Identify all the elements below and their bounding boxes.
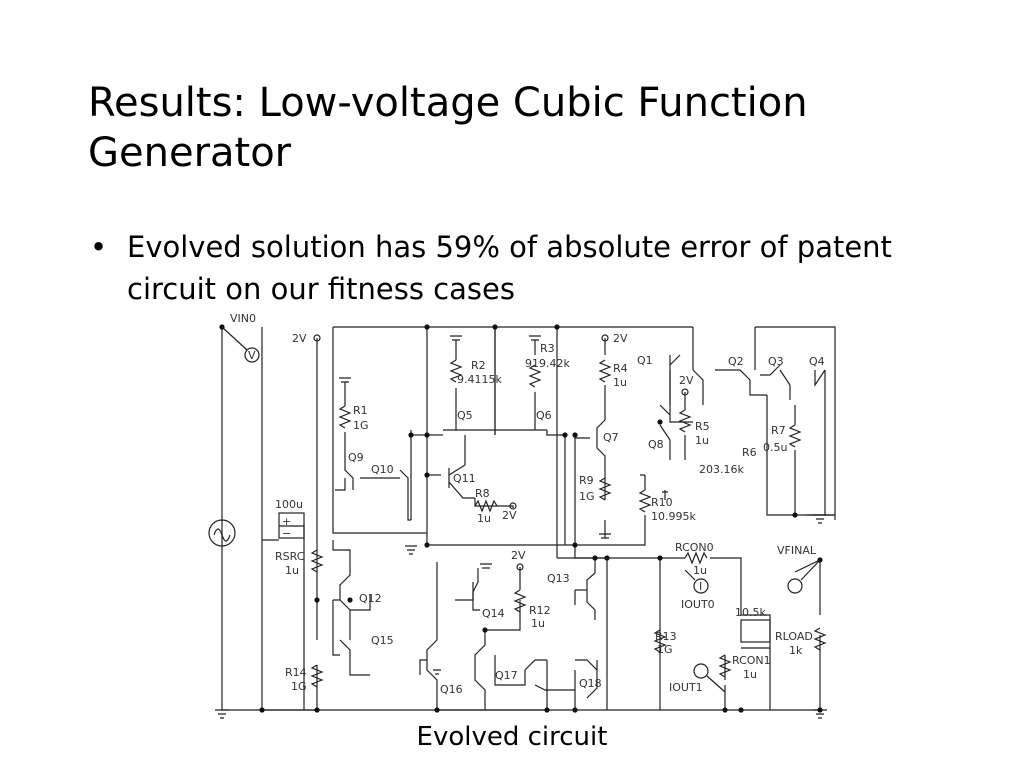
label-r7-val: 0.5u	[763, 441, 787, 454]
label-meter-v: V	[248, 349, 256, 362]
label-r8-val: 1u	[477, 512, 491, 525]
label-r12-val: 1u	[531, 617, 545, 630]
circuit-schematic: VIN0 V 2V R1 1G Q9 Q10 100u + − RSRC 1u …	[208, 312, 836, 719]
label-q3: Q3	[768, 355, 784, 368]
label-iout1: IOUT1	[669, 681, 703, 694]
label-q12: Q12	[359, 592, 382, 605]
label-vin0: VIN0	[230, 312, 256, 325]
label-q15: Q15	[371, 634, 394, 647]
circuit-junctions	[219, 324, 823, 713]
label-r4-val: 1u	[613, 376, 627, 389]
figure-caption: Evolved circuit	[416, 722, 608, 752]
label-meter-i: I	[699, 580, 702, 593]
label-q7: Q7	[603, 431, 619, 444]
slide-title: Results: Low-voltage Cubic Function Gene…	[88, 80, 808, 176]
label-r3: R3	[540, 342, 555, 355]
bullet-text: Evolved solution has 59% of absolute err…	[127, 230, 892, 306]
label-r13-val: 1G	[657, 643, 673, 656]
label-q11: Q11	[453, 472, 476, 485]
label-2v-c: 2V	[511, 549, 526, 562]
label-q14: Q14	[482, 607, 505, 620]
label-q2: Q2	[728, 355, 744, 368]
label-c-100u: 100u	[275, 498, 303, 511]
label-iout0: IOUT0	[681, 598, 715, 611]
label-rload: RLOAD	[775, 630, 813, 643]
label-r3-val: 919.42k	[525, 357, 570, 370]
label-r9: R9	[579, 474, 594, 487]
label-q10: Q10	[371, 463, 394, 476]
label-q18: Q18	[579, 677, 602, 690]
label-q4: Q4	[809, 355, 825, 368]
label-vfinal: VFINAL	[777, 544, 817, 557]
label-rcon1: RCON1	[732, 654, 771, 667]
label-r8: R8	[475, 487, 490, 500]
label-rcon1-val: 1u	[743, 668, 757, 681]
label-rsrc: RSRC	[275, 550, 305, 563]
bullet-mark: •	[90, 230, 108, 264]
label-rsrc-val: 1u	[285, 564, 299, 577]
label-r12: R12	[529, 604, 551, 617]
label-q9: Q9	[348, 451, 364, 464]
label-r5: R5	[695, 420, 710, 433]
label-r13: R13	[655, 630, 677, 643]
bullet-item: • Evolved solution has 59% of absolute e…	[90, 226, 970, 310]
label-r1-val: 1G	[353, 419, 369, 432]
label-r6: R6	[742, 446, 757, 459]
circuit-diagram: VIN0 V 2V R1 1G Q9 Q10 100u + − RSRC 1u …	[195, 310, 845, 725]
label-r10: R10	[651, 496, 673, 509]
label-2v-a: 2V	[292, 332, 307, 345]
label-rload-val: 1k	[789, 644, 803, 657]
label-rcon0-val: 1u	[693, 564, 707, 577]
bullet-list: • Evolved solution has 59% of absolute e…	[90, 226, 970, 310]
label-r14-val: 1G	[291, 680, 307, 693]
label-q17: Q17	[495, 669, 518, 682]
label-2v-e: 2V	[679, 374, 694, 387]
label-r5-val: 1u	[695, 434, 709, 447]
label-r2: R2	[471, 359, 486, 372]
label-105k: 10.5k	[735, 606, 766, 619]
label-r2-val: 9.4115k	[457, 373, 502, 386]
label-r4: R4	[613, 362, 628, 375]
label-rcon0: RCON0	[675, 541, 714, 554]
label-r7: R7	[771, 424, 786, 437]
label-q6: Q6	[536, 409, 552, 422]
label-q16: Q16	[440, 683, 463, 696]
label-r1: R1	[353, 404, 368, 417]
circuit-wires	[208, 326, 836, 719]
label-q13: Q13	[547, 572, 570, 585]
circuit-labels: VIN0 V 2V R1 1G Q9 Q10 100u + − RSRC 1u …	[230, 312, 825, 696]
label-r9-val: 1G	[579, 490, 595, 503]
label-q8: Q8	[648, 438, 664, 451]
label-2v-d: 2V	[613, 332, 628, 345]
label-q1: Q1	[637, 354, 653, 367]
label-r6-val: 203.16k	[699, 463, 744, 476]
label-2v-b: 2V	[502, 509, 517, 522]
label-q5: Q5	[457, 409, 473, 422]
label-minus: −	[282, 527, 291, 540]
label-r10-val: 10.995k	[651, 510, 696, 523]
label-r14: R14	[285, 666, 307, 679]
label-plus: +	[282, 515, 291, 528]
